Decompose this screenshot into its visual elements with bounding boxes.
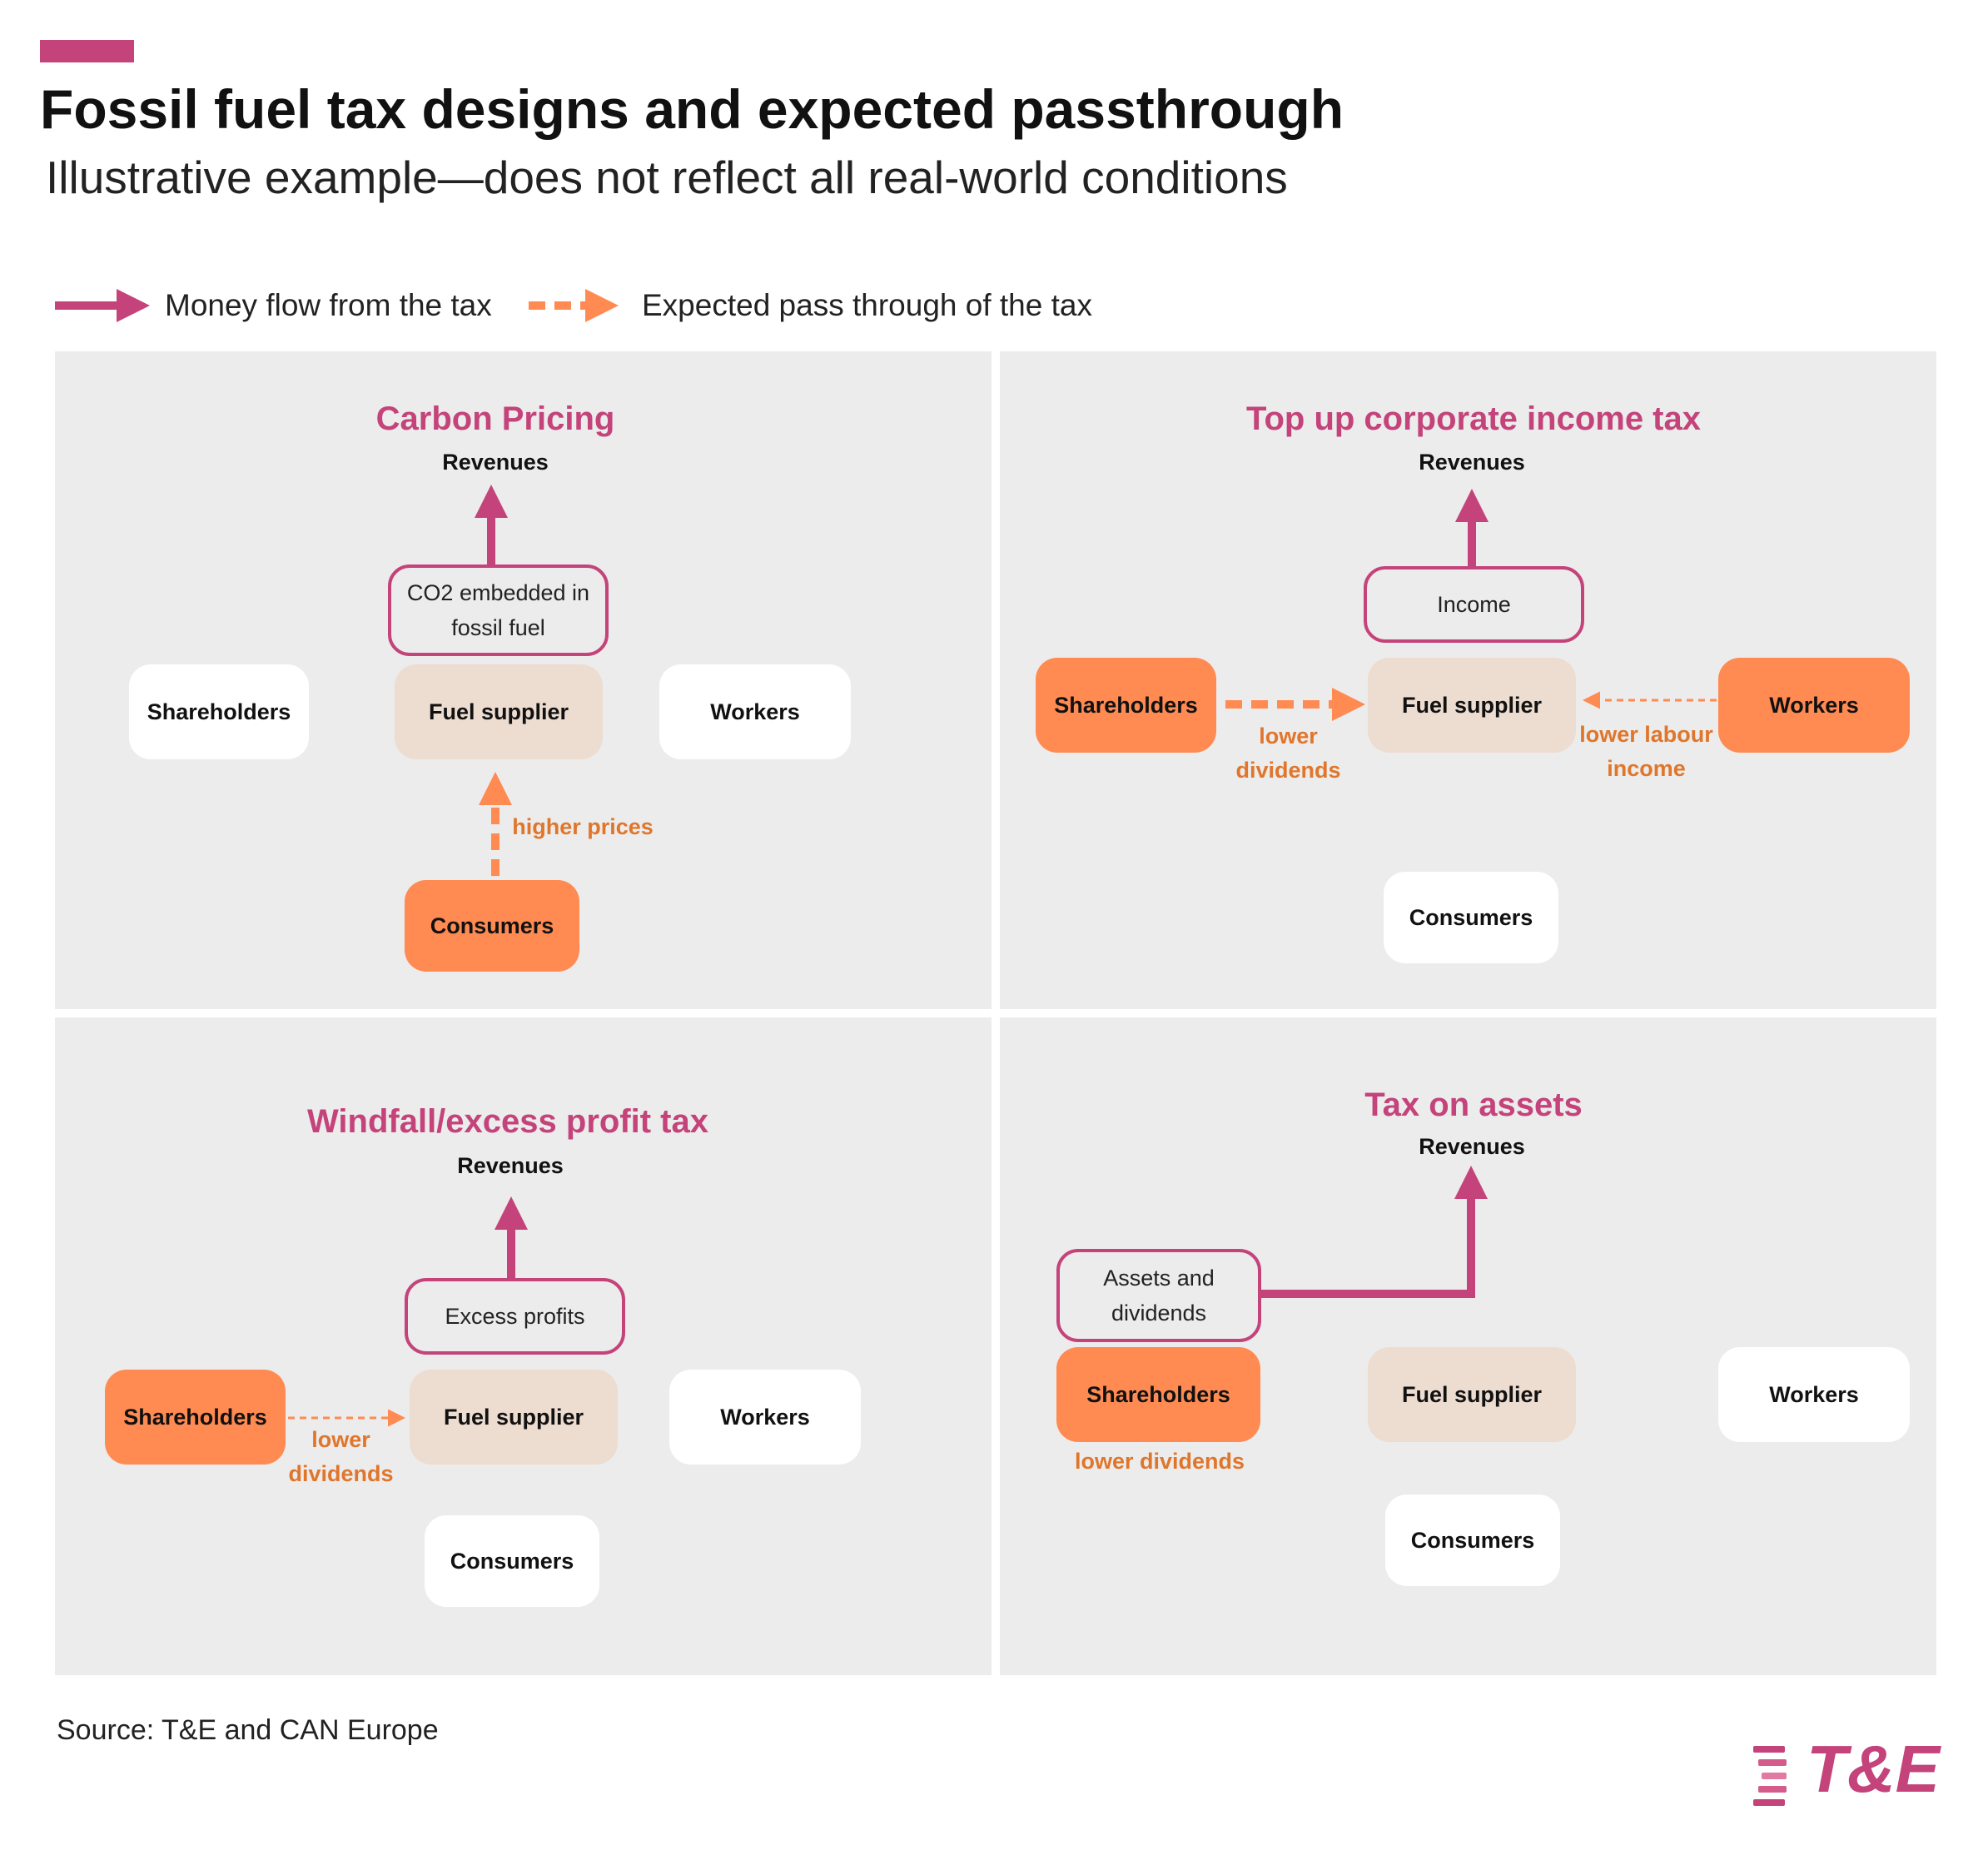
corporate-tax-base: Income [1364, 566, 1584, 643]
corporate-fuel-supplier: Fuel supplier [1368, 658, 1576, 753]
corporate-title: Top up corporate income tax [1246, 400, 1701, 437]
assets-revenue-arrow [1260, 1166, 1488, 1298]
windfall-revenues-label: Revenues [457, 1153, 564, 1178]
corporate-revenues-label: Revenues [1419, 450, 1525, 475]
legend-money-label: Money flow from the tax [165, 288, 492, 322]
corporate-flow-label-left: lower dividends [1235, 724, 1341, 783]
windfall-shareholders: Shareholders [105, 1370, 286, 1465]
windfall-workers: Workers [669, 1370, 861, 1465]
assets-shareholders: Shareholders [1056, 1347, 1260, 1442]
carbon-workers: Workers [659, 664, 851, 759]
accent-bar [40, 40, 134, 62]
corporate-shareholders: Shareholders [1036, 658, 1216, 753]
windfall-fuel-supplier: Fuel supplier [410, 1370, 618, 1465]
assets-flow-label: lower dividends [1074, 1449, 1245, 1474]
windfall-title: Windfall/excess profit tax [307, 1103, 708, 1140]
assets-fuel-supplier: Fuel supplier [1368, 1347, 1576, 1442]
carbon-tax-base: CO2 embedded in fossil fuel [388, 564, 609, 656]
assets-revenues-label: Revenues [1419, 1134, 1525, 1159]
assets-consumers: Consumers [1385, 1495, 1560, 1586]
page-title: Fossil fuel tax designs and expected pas… [40, 78, 1344, 140]
corporate-flow-label-right: lower labour income [1579, 722, 1713, 781]
brand-logo: T&E [1807, 1732, 1940, 1806]
assets-workers: Workers [1718, 1347, 1910, 1442]
carbon-flow-label: higher prices [512, 814, 654, 839]
carbon-shareholders: Shareholders [129, 664, 309, 759]
carbon-fuel-supplier: Fuel supplier [395, 664, 603, 759]
source-note: Source: T&E and CAN Europe [57, 1714, 439, 1746]
windfall-consumers: Consumers [425, 1515, 599, 1607]
assets-tax-base: Assets and dividends [1056, 1249, 1261, 1342]
assets-title: Tax on assets [1364, 1087, 1583, 1123]
page-subtitle: Illustrative example—does not reflect al… [46, 152, 1288, 203]
windfall-tax-base: Excess profits [405, 1278, 625, 1355]
carbon-consumers: Consumers [405, 880, 579, 972]
corporate-workers: Workers [1718, 658, 1910, 753]
windfall-flow-label: lower dividends [288, 1427, 394, 1486]
legend-pass-label: Expected pass through of the tax [642, 288, 1092, 322]
corporate-consumers: Consumers [1384, 872, 1558, 963]
carbon-title: Carbon Pricing [375, 400, 615, 437]
carbon-revenues-label: Revenues [442, 450, 549, 475]
